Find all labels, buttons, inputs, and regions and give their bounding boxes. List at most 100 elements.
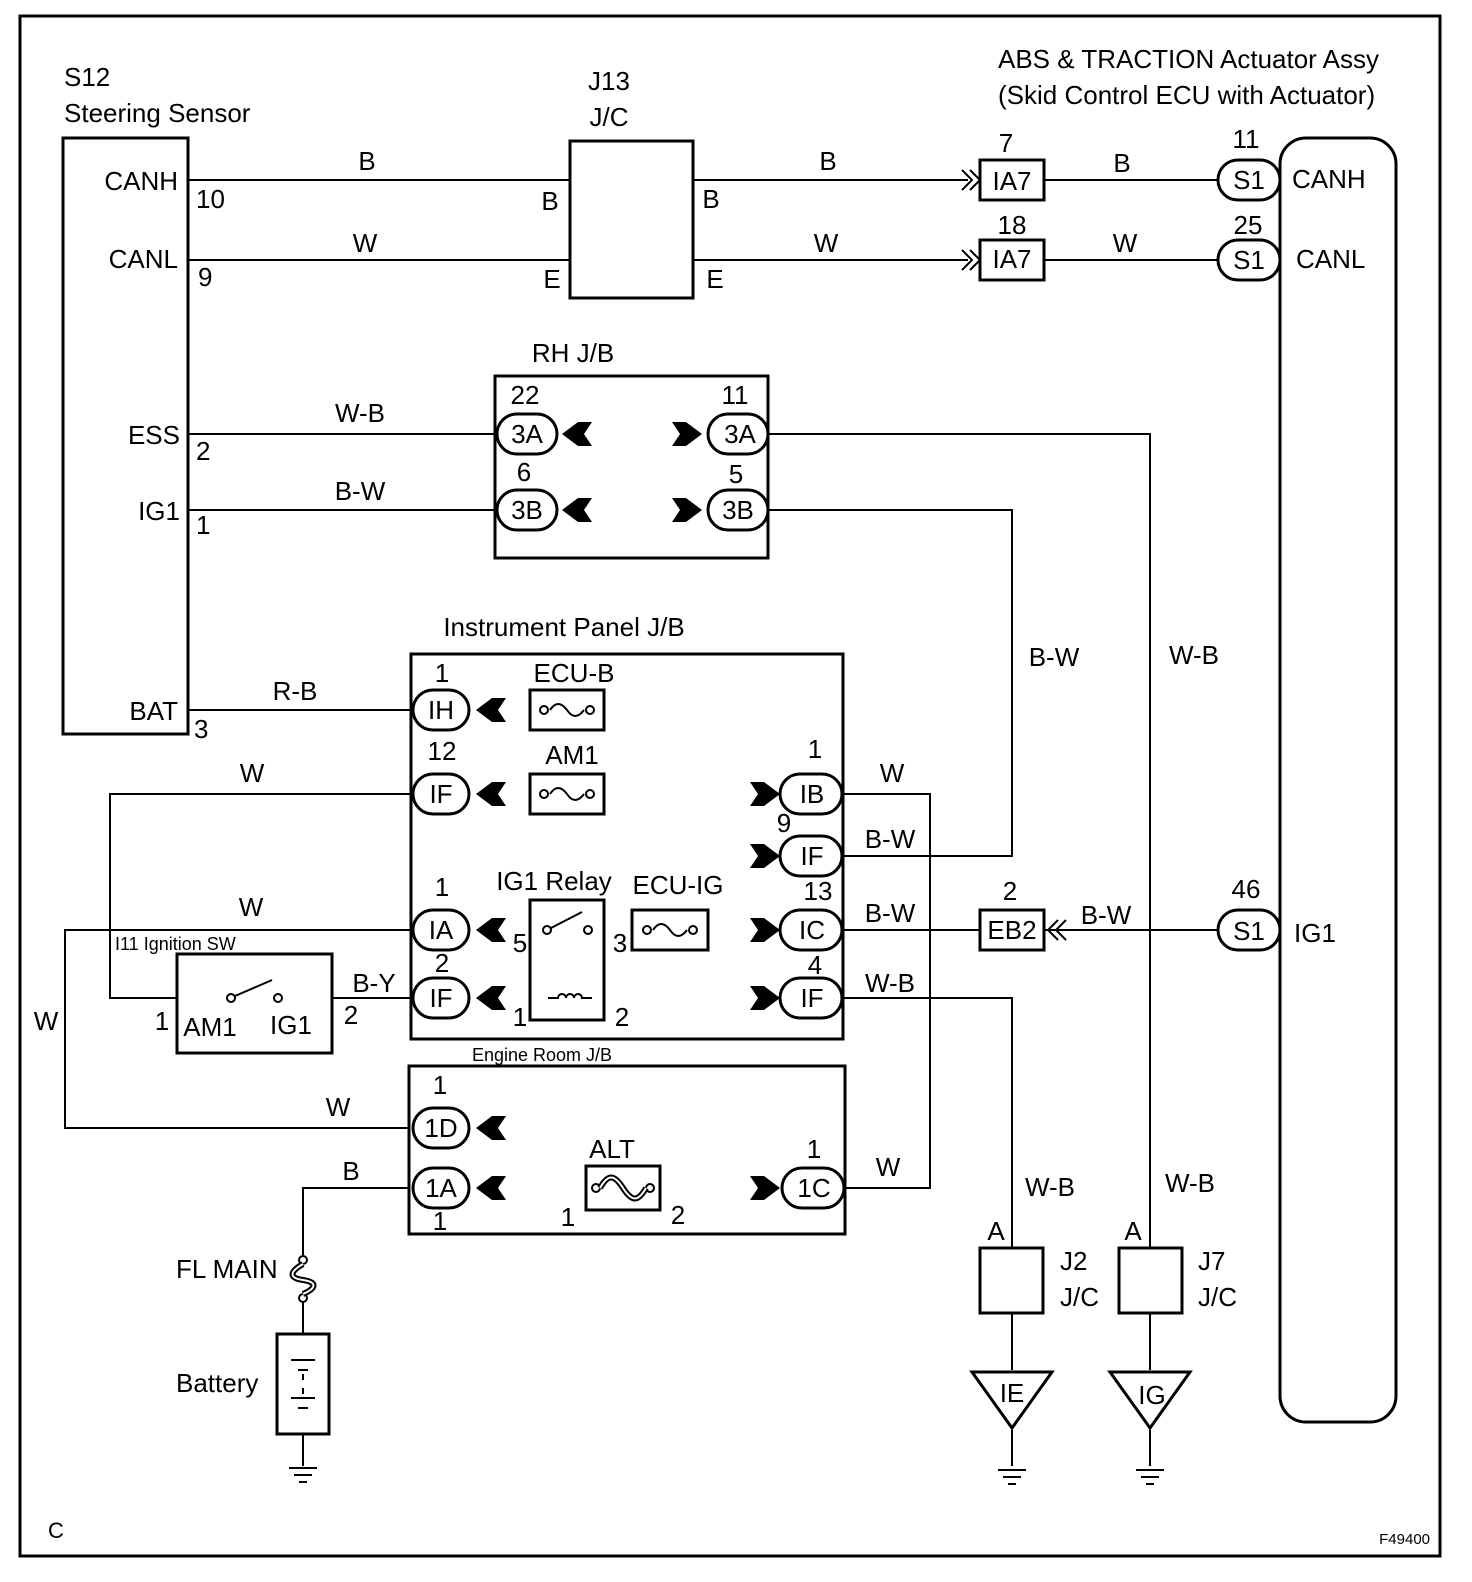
pin-ess-label: ESS [128,420,180,450]
wire-label: W [240,758,265,788]
svg-text:S1: S1 [1233,245,1265,275]
rh-jb-title: RH J/B [532,338,614,368]
svg-text:2: 2 [1003,876,1017,906]
fl-main-label: FL MAIN [176,1254,278,1284]
wire-label: W [239,892,264,922]
svg-text:S1: S1 [1233,165,1265,195]
svg-text:EB2: EB2 [987,915,1036,945]
wire-label: W [353,228,378,258]
svg-text:J7: J7 [1198,1246,1225,1276]
svg-text:1: 1 [433,1070,447,1100]
connector-eb2: EB2 2 [978,876,1046,952]
svg-text:IA7: IA7 [992,244,1031,274]
pin-canh-label: CANH [104,166,178,196]
svg-text:IF: IF [429,779,452,809]
svg-text:1D: 1D [424,1113,457,1143]
wire-label: B-W [865,898,916,928]
svg-text:A: A [987,1216,1005,1246]
svg-text:2: 2 [344,1000,358,1030]
svg-text:1: 1 [433,1206,447,1236]
pin-canh-number: 10 [196,184,225,214]
j13-left-bottom: E [543,264,560,294]
diagram-frame [18,14,1442,1558]
svg-text:1: 1 [808,734,822,764]
ig1-relay-label: IG1 Relay [496,866,612,896]
corner-letter: C [48,1518,64,1543]
pin-bat-label: BAT [129,696,178,726]
svg-text:IE: IE [1000,1378,1025,1408]
actuator-canh-label: CANH [1292,164,1366,194]
svg-text:S1: S1 [1233,916,1265,946]
svg-text:IF: IF [800,841,823,871]
ip-jb-title: Instrument Panel J/B [443,612,684,642]
wire-label: W [880,758,905,788]
actuator-subtitle: (Skid Control ECU with Actuator) [998,80,1375,110]
wire-label: B-Y [352,968,395,998]
engine-room-jb-title: Engine Room J/B [472,1045,612,1065]
j13-right-bottom: E [706,264,723,294]
wire-label: B-W [865,824,916,854]
fuse-am1-label: AM1 [545,740,598,770]
pin-bat-number: 3 [194,714,208,744]
j13-right-top: B [702,184,719,214]
svg-text:IC: IC [799,915,825,945]
ignition-switch: I11 Ignition SW AM1 IG1 1 2 [115,934,358,1055]
svg-text:IG1: IG1 [270,1010,312,1040]
wire-label: W-B [1165,1168,1215,1198]
svg-text:7: 7 [999,128,1013,158]
abs-traction-actuator: ABS & TRACTION Actuator Assy (Skid Contr… [998,44,1398,1424]
engine-room-junction-block: Engine Room J/B 1D 1 1A 1 1C 1 ALT 1 2 [407,1045,847,1236]
svg-text:3A: 3A [511,419,543,449]
ground-point-ie: IE [969,1370,1055,1431]
instrument-panel-junction-block: Instrument Panel J/B IH 1 IF 12 IA 1 IF … [409,612,845,1041]
wire-label: W [876,1152,901,1182]
svg-text:3B: 3B [511,495,543,525]
junction-connector-j7: A J7 J/C [1117,1216,1237,1315]
fl-main-fusible-link: FL MAIN [176,1254,317,1303]
wire-label: W [34,1006,59,1036]
svg-text:12: 12 [428,736,457,766]
svg-text:1: 1 [435,872,449,902]
svg-text:5: 5 [729,459,743,489]
svg-text:IF: IF [800,983,823,1013]
svg-text:46: 46 [1232,874,1261,904]
svg-text:25: 25 [1234,210,1263,240]
wire-label: B [342,1156,359,1186]
ignition-sw-title: I11 Ignition SW [115,934,236,954]
actuator-canl-label: CANL [1296,244,1365,274]
wire-label: W-B [1169,640,1219,670]
svg-text:2: 2 [615,1002,629,1032]
svg-text:13: 13 [804,876,833,906]
connector-ia7: IA7 7 IA7 18 [978,128,1046,282]
j13-type: J/C [590,102,629,132]
svg-text:5: 5 [513,928,527,958]
wire-label: B-W [1081,900,1132,930]
svg-text:6: 6 [517,457,531,487]
figure-id: F49400 [1379,1531,1430,1548]
svg-text:J/C: J/C [1060,1282,1099,1312]
wire-label: W-B [335,398,385,428]
pin-canl-label: CANL [109,244,178,274]
actuator-ig1-label: IG1 [1294,918,1336,948]
svg-text:1A: 1A [425,1173,457,1203]
svg-text:IA7: IA7 [992,166,1031,196]
fuse-alt-label: ALT [589,1134,635,1164]
j13-ref: J13 [588,66,630,96]
pin-ig1-label: IG1 [138,496,180,526]
wire-label: R-B [273,676,318,706]
rh-junction-block: RH J/B 3A 22 3A 11 3B 6 3B 5 [493,338,770,560]
svg-text:IB: IB [800,779,825,809]
svg-text:1: 1 [155,1006,169,1036]
svg-text:9: 9 [777,808,791,838]
wire-label: W [1113,228,1138,258]
ground-point-ig: IG [1107,1370,1193,1431]
svg-text:1: 1 [807,1134,821,1164]
wire-label: W-B [865,968,915,998]
svg-text:AM1: AM1 [183,1012,236,1042]
svg-text:11: 11 [722,380,749,410]
svg-text:IF: IF [429,983,452,1013]
svg-text:1C: 1C [797,1173,830,1203]
actuator-title: ABS & TRACTION Actuator Assy [998,44,1379,74]
steering-sensor-ref: S12 [64,62,110,92]
